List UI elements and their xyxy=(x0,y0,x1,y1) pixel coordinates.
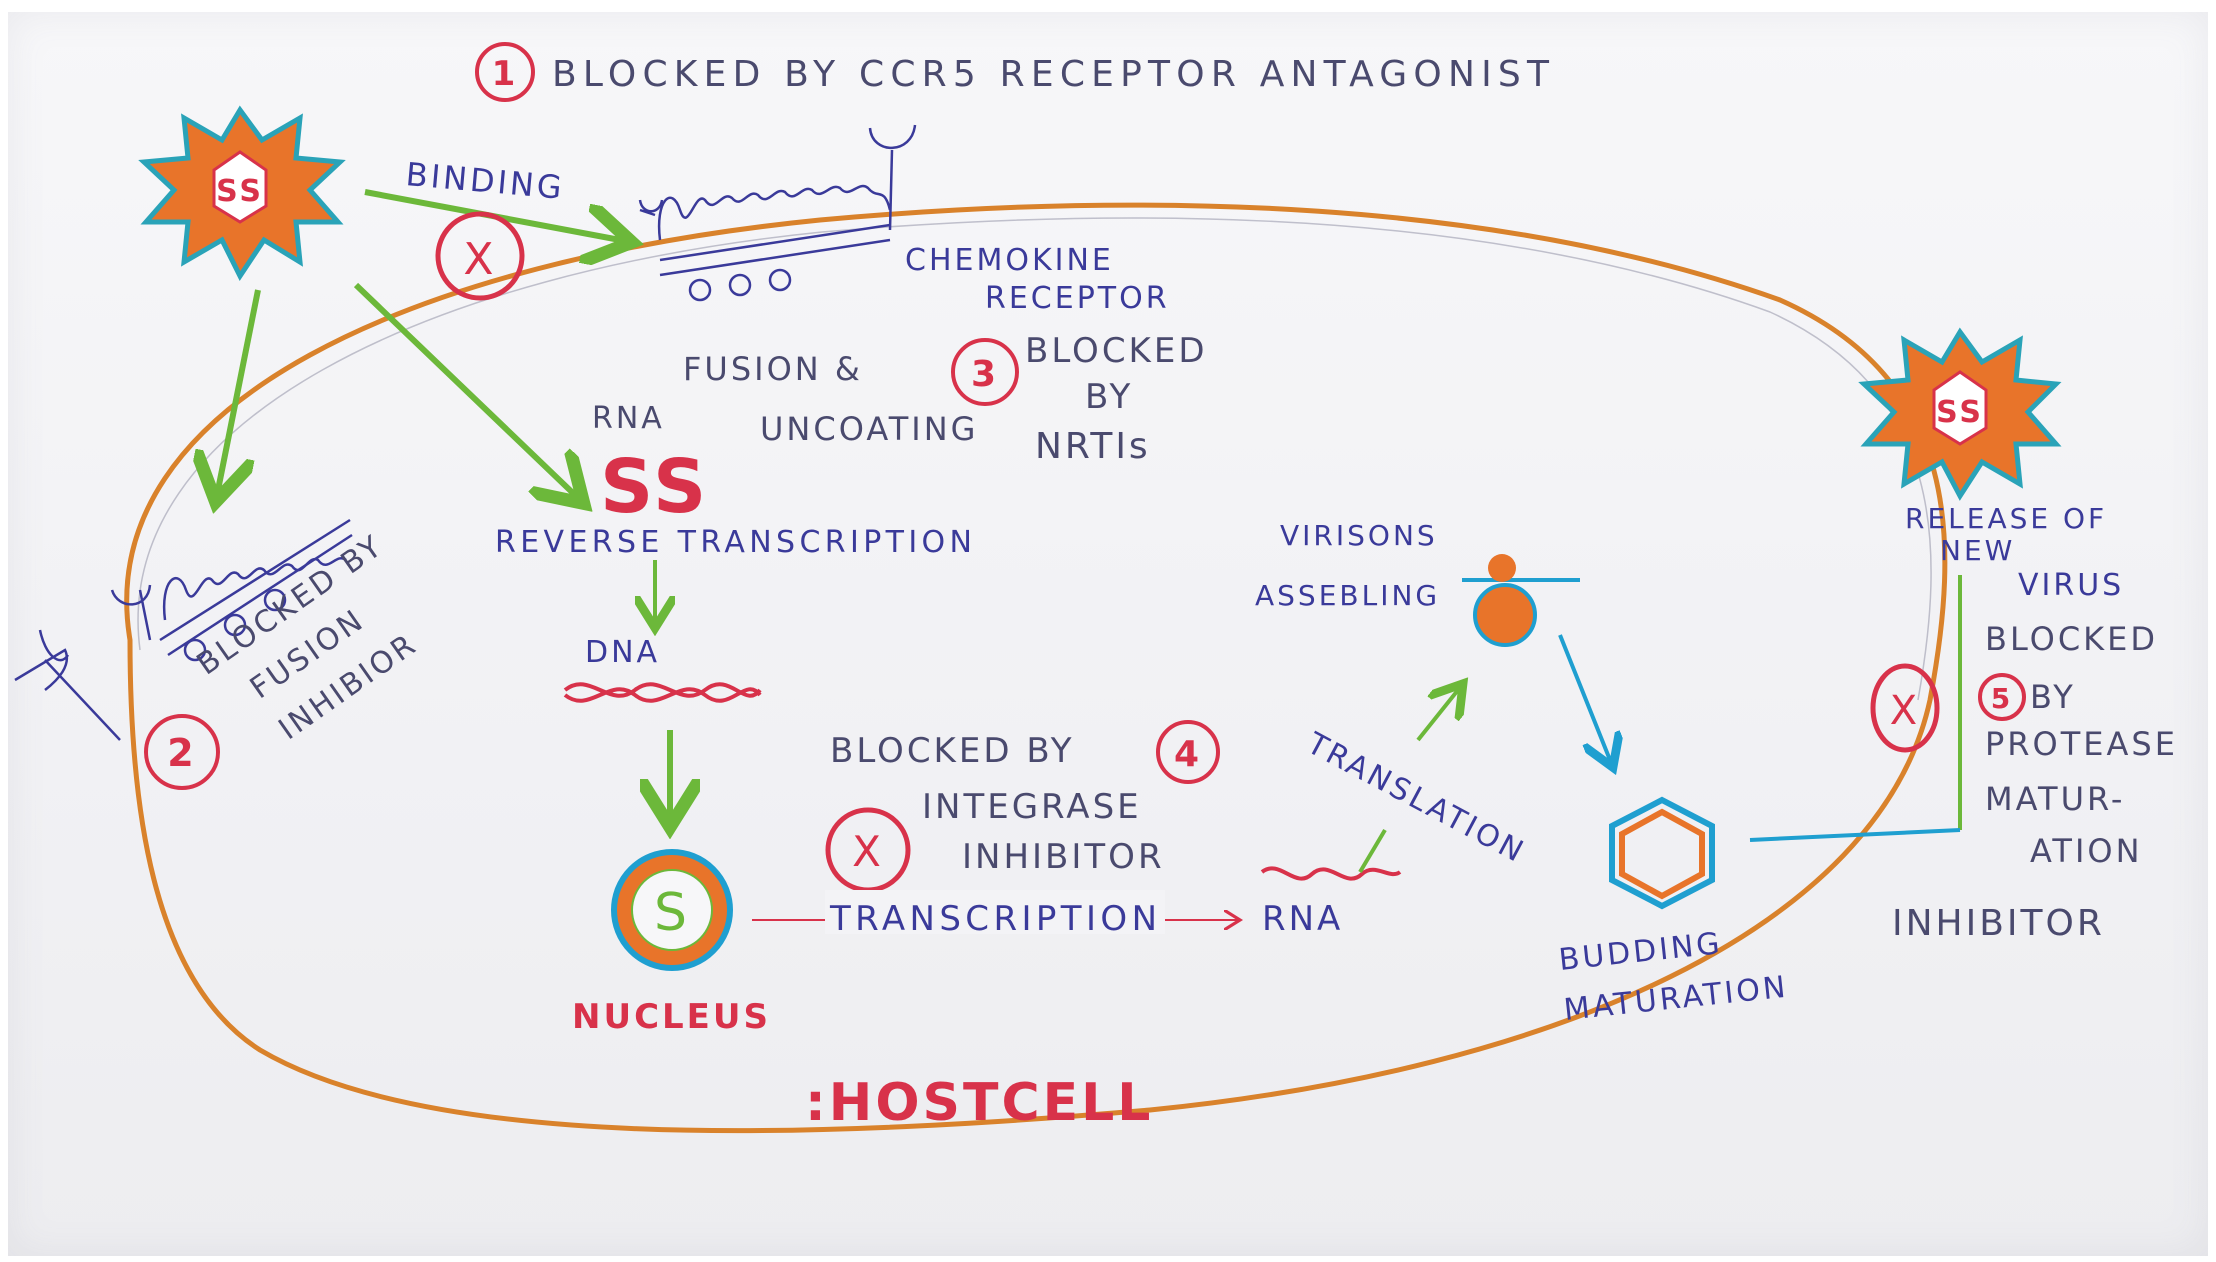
step1-text: BLOCKED BY CCR5 RECEPTOR ANTAGONIST xyxy=(552,54,1552,95)
step3-line1: BLOCKED xyxy=(1025,331,1208,371)
block-mark-integrase: X xyxy=(825,807,911,893)
transcription-label-bg xyxy=(825,890,1165,934)
step3-number: 3 xyxy=(971,354,999,395)
ribosome-stalk xyxy=(1358,828,1387,874)
step1-number: 1 xyxy=(492,54,519,94)
release-line1: RELEASE OF xyxy=(1905,502,2107,535)
arrow-translation-up xyxy=(1416,690,1458,742)
step4-line2: INTEGRASE xyxy=(922,787,1142,827)
step5-line6: INHIBITOR xyxy=(1892,903,2105,944)
step5-number: 5 xyxy=(1991,682,2013,715)
block-mark-binding: X xyxy=(435,211,525,301)
dna-helix xyxy=(563,682,762,703)
step2-number: 2 xyxy=(167,731,196,775)
release-line2: NEW xyxy=(1940,534,2015,567)
budding-line1: BUDDING xyxy=(1557,926,1724,978)
chemokine-receptor-left xyxy=(14,518,353,741)
arrow-virus-to-ss-rna xyxy=(353,282,575,495)
arrow-virus-to-left-receptor xyxy=(218,289,261,490)
rna-top-label: RNA xyxy=(592,401,665,436)
host-cell-label: :HOSTCELL xyxy=(805,1073,1153,1133)
reverse-transcription-label: REVERSE TRANSCRIPTION xyxy=(495,525,975,560)
budding-virion xyxy=(1609,796,1715,910)
nucleus-label: NUCLEUS xyxy=(572,997,771,1037)
binding-label: BINDING xyxy=(404,155,566,207)
step3-line2: BY xyxy=(1085,377,1133,417)
transcription-label: TRANSCRIPTION xyxy=(829,899,1160,939)
arrow-budding-to-release xyxy=(1749,828,1961,842)
step4-label: BLOCKED BY 4 INTEGRASE INHIBITOR xyxy=(830,720,1220,877)
chemokine-receptor-line1: CHEMOKINE xyxy=(905,243,1114,278)
step5-line5: ATION xyxy=(2030,832,2143,870)
release-line3: VIRUS xyxy=(2018,568,2124,603)
virion-assembly xyxy=(1462,554,1580,647)
step5-line2: BY xyxy=(2030,678,2076,716)
step5-line1: BLOCKED xyxy=(1985,620,2158,658)
arrow-assembly-to-budding xyxy=(1558,634,1610,760)
virus-particle-top: SS xyxy=(138,105,346,281)
step1-label: 1 BLOCKED BY CCR5 RECEPTOR ANTAGONIST xyxy=(475,42,1552,102)
step4-line3: INHIBITOR xyxy=(962,837,1165,877)
nucleus: S xyxy=(611,849,733,971)
block-mark-release: X xyxy=(1870,663,1940,753)
budding-line2: MATURATION xyxy=(1562,970,1790,1028)
step5-line4: MATUR- xyxy=(1985,780,2125,818)
chemokine-receptor-line2: RECEPTOR xyxy=(985,281,1170,316)
nucleus-glyph: S xyxy=(654,883,690,943)
step3-label: 3 BLOCKED BY NRTIs xyxy=(951,331,1208,467)
translation-label: TRANSLATION xyxy=(1300,726,1531,871)
fusion-uncoating-line2: UNCOATING xyxy=(760,410,978,448)
virus-top-glyph: SS xyxy=(216,174,264,209)
virus-new-glyph: SS xyxy=(1936,395,1984,430)
virions-line2: ASSEBLING xyxy=(1255,579,1440,612)
step5-line3: PROTEASE xyxy=(1985,725,2178,763)
x-mark-3: X xyxy=(1890,688,1920,734)
fusion-uncoating-line1: FUSION & xyxy=(683,350,863,388)
rna-mid-label: RNA xyxy=(1262,899,1343,939)
x-mark-2: X xyxy=(852,827,884,876)
step5-label: BLOCKED 5 BY PROTEASE MATUR- ATION INHIB… xyxy=(1892,620,2178,944)
step4-number: 4 xyxy=(1174,734,1202,775)
ss-rna-glyph: SS xyxy=(600,444,709,530)
mrna-strand xyxy=(1260,866,1402,881)
x-mark-1: X xyxy=(463,234,496,285)
chemokine-receptor-top xyxy=(638,124,917,302)
dna-label: DNA xyxy=(585,635,660,670)
paper-background xyxy=(8,12,2208,1256)
virus-particle-new: SS xyxy=(1858,327,2062,501)
virions-line1: VIRISONS xyxy=(1280,519,1438,552)
step4-line1: BLOCKED BY xyxy=(830,731,1075,771)
host-cell-membrane xyxy=(124,202,1948,1134)
step3-line3: NRTIs xyxy=(1035,426,1151,467)
